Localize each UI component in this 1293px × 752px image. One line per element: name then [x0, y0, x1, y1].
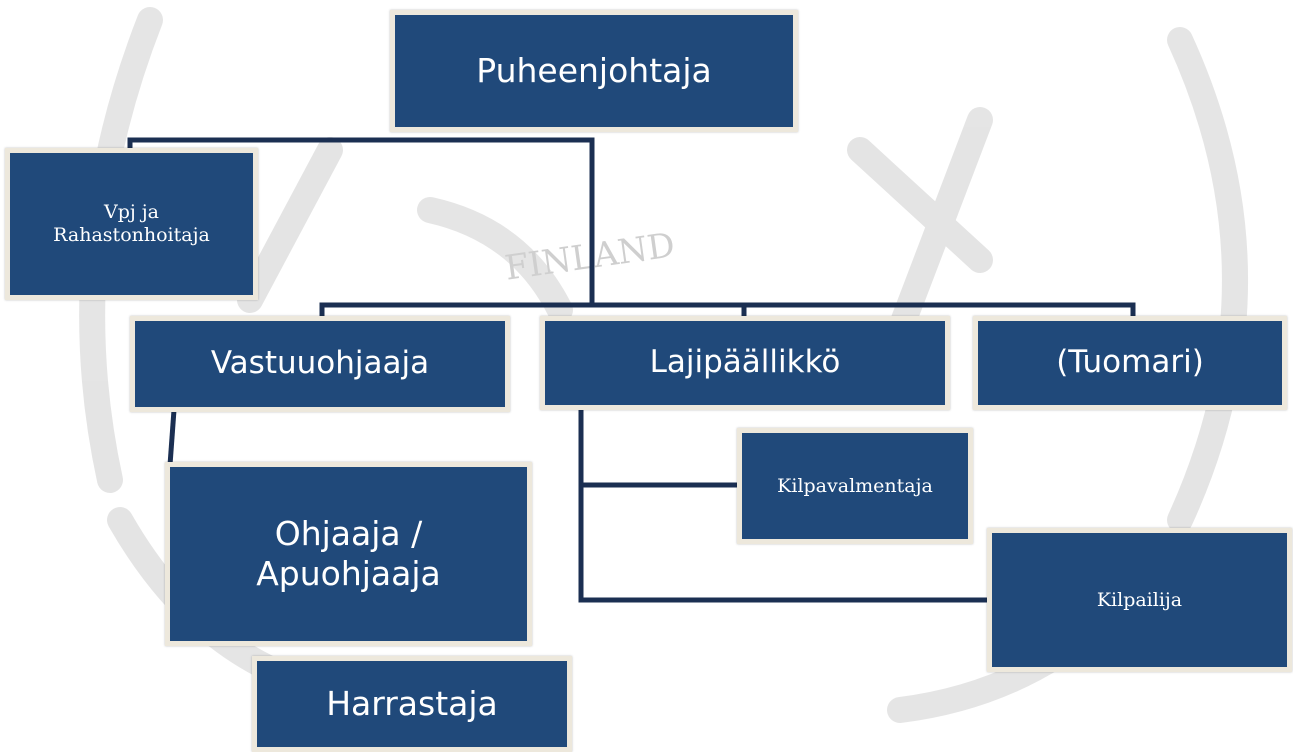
node-vastuuohjaaja-label: Vastuuohjaaja [210, 345, 430, 382]
node-kilpavalmentaja: Kilpavalmentaja [737, 428, 973, 544]
node-ohjaaja-label-line1: Ohjaaja / [274, 514, 423, 554]
node-vpj-rahastonhoitaja: Vpj ja Rahastonhoitaja [5, 148, 258, 300]
node-ohjaaja-apuohjaaja: Ohjaaja / Apuohjaaja [165, 462, 532, 646]
node-vpj-label-line1: Vpj ja [103, 201, 160, 224]
node-lajipaallikko-label: Lajipäällikkö [649, 344, 841, 381]
node-kilpailija-label: Kilpailija [1096, 588, 1183, 611]
node-ohjaaja-label-line2: Apuohjaaja [256, 554, 441, 593]
node-kilpailija: Kilpailija [987, 528, 1292, 672]
connector-bus [319, 302, 1136, 318]
node-tuomari-label: (Tuomari) [1056, 344, 1204, 381]
node-tuomari: (Tuomari) [973, 316, 1287, 410]
node-vpj-label-line2: Rahastonhoitaja [53, 224, 210, 246]
connector-top [127, 137, 595, 305]
node-harrastaja-label: Harrastaja [326, 684, 498, 724]
connector-vastuu-ohjaaja [167, 409, 177, 466]
node-lajipaallikko: Lajipäällikkö [540, 316, 950, 410]
connector-laji-children [578, 408, 990, 603]
node-harrastaja: Harrastaja [252, 656, 572, 752]
node-vastuuohjaaja: Vastuuohjaaja [130, 316, 510, 412]
node-kilpavalmentaja-label: Kilpavalmentaja [777, 474, 933, 497]
node-puheenjohtaja: Puheenjohtaja [390, 10, 798, 132]
node-puheenjohtaja-label: Puheenjohtaja [476, 51, 712, 91]
